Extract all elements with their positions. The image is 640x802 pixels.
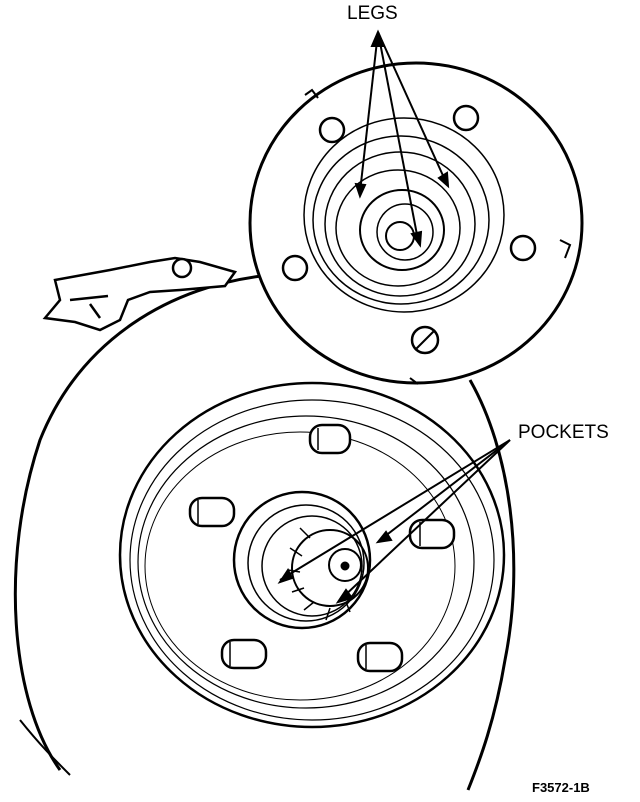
legs-leaders: [354, 29, 450, 248]
bolt-hole: [452, 104, 480, 132]
wheel-stud: [408, 518, 456, 550]
wheel-stud: [188, 496, 236, 528]
wheel-stud: [308, 423, 352, 455]
rotor-outer-edge: [13, 273, 271, 771]
bolt-hole: [281, 254, 309, 282]
axle-tip: [328, 548, 362, 582]
hub-notches: [304, 88, 572, 385]
rotor-inner-rim: [19, 719, 71, 776]
wheel-stud: [356, 641, 404, 673]
bolt-hole: [318, 116, 346, 144]
spline-teeth: [287, 527, 351, 621]
wheel-stud: [220, 638, 268, 670]
legs-label: LEGS: [347, 3, 398, 24]
hub-ring-3: [137, 415, 475, 709]
hub-face: [118, 381, 506, 729]
caliper-bracket: [42, 256, 238, 332]
hub-ring-4: [144, 431, 456, 701]
locking-hub-holes: [281, 104, 537, 355]
pockets-label: POCKETS: [518, 422, 609, 443]
brake-rotor: [13, 273, 516, 791]
pockets-leaders: [277, 439, 511, 604]
hub-center: [232, 490, 372, 630]
wheel-studs: [188, 423, 456, 673]
hub-ring-2: [129, 399, 495, 721]
slotted-screw: [410, 325, 440, 355]
rotor-right-edge: [466, 379, 516, 791]
bolt-hole: [509, 234, 537, 262]
hub-outer-ring: [118, 381, 506, 729]
figure-id: F3572-1B: [532, 780, 590, 795]
